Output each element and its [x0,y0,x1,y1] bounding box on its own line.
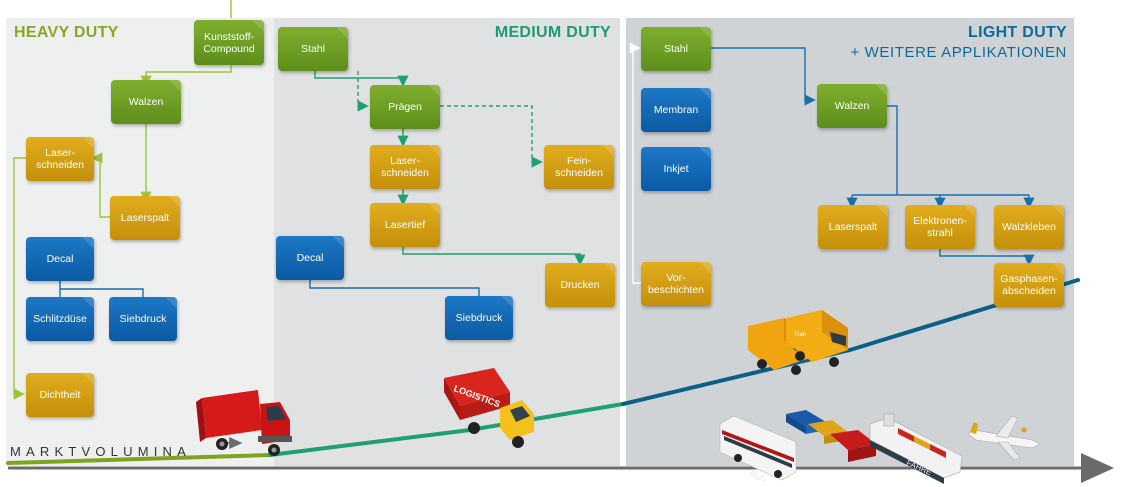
box-dichtheit: Dichtheit [26,373,94,417]
box-decal-medium: Decal [276,236,344,280]
light-duty-subtitle: + WEITERE APPLIKATIONEN [850,44,1067,61]
box-feinschneiden: Fein- schneiden [544,145,614,189]
connector-stahl-praegen [314,71,409,87]
box-vorbeschichten: Vor- beschichten [641,262,711,306]
van-icon-front: Tran [786,310,848,367]
medium-duty-title: MEDIUM DUTY [494,24,611,41]
airplane-icon [967,415,1041,461]
red-truck-icon [196,390,292,456]
connector-laserspalt-laserschneiden [91,152,110,218]
box-stahl-light: Stahl [641,27,711,71]
connector-laserschneiden-dichtheit [13,157,26,400]
ship-icon: FAHRE [869,413,963,484]
heavy-duty-title: HEAVY DUTY [14,24,119,41]
curve-medium [268,402,625,457]
box-walzkleben: Walzkleben [994,205,1064,249]
box-stahl-medium: Stahl [278,27,348,71]
box-lasertief: Lasertief [370,203,440,247]
connector-stahl-praegen-dashed [357,71,369,112]
connector-praegen-feinschneiden [440,105,543,168]
box-elektronenstrahl: Elektronen- strahl [905,205,975,249]
box-laserspalt-heavy: Laserspalt [110,196,180,240]
box-decal-heavy: Decal [26,237,94,281]
box-praegen: Prägen [370,85,440,129]
heavy-decal-connectors [59,281,144,298]
light-duty-connectors [629,42,1035,284]
box-siebdruck-medium: Siebdruck [445,296,513,340]
box-schlitzduese: Schlitzdüse [26,297,94,341]
box-laserspalt-light: Laserspalt [818,205,888,249]
light-duty-title: LIGHT DUTY [968,24,1067,41]
connector-elektronenstrahl-gasphasen [939,249,1035,266]
van-label: Tran [794,332,806,338]
box-kunststoff-compound: Kunststoff- Compound [194,20,264,65]
market-volume-label: MARKTVOLUMINA [10,444,192,459]
box-gasphasen-abscheiden: Gasphasen- abscheiden [994,263,1064,307]
box-laserschneiden-medium: Laser- schneiden [370,145,440,189]
train-icon [786,410,876,462]
box-siebdruck-heavy: Siebdruck [109,297,177,341]
connector-stahl-walzen [711,47,816,106]
curve-heavy [6,453,272,465]
medium-duty-connectors [314,71,586,266]
logistics-truck-icon: LOGISTICS [444,368,534,448]
connector-lasertief-drucken [402,247,586,266]
box-laserschneiden-heavy: Laser- schneiden [26,137,94,181]
box-inkjet: Inkjet [641,147,711,191]
bus-icon: BUS [719,415,797,484]
connector-vorbeschichten-stahl [629,42,641,284]
box-walzen-heavy: Walzen [111,80,181,124]
box-drucken: Drucken [545,263,615,307]
box-walzen-light: Walzen [817,84,887,128]
box-membran: Membran [641,88,711,132]
connector-kunststoff-walzen [140,65,232,87]
heavy-duty-connectors [13,0,232,400]
medium-decal-connectors [309,280,480,296]
